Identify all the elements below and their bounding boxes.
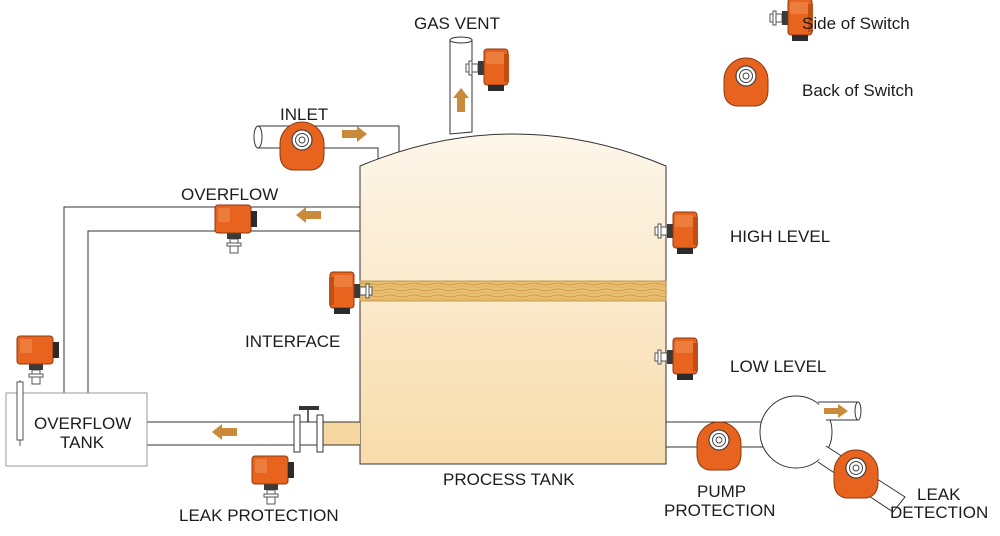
gas-vent-pipe-end	[449, 36, 473, 44]
inlet-pipe-end	[253, 125, 263, 149]
leak-detection-back-switch-icon	[833, 449, 879, 499]
back-of-switch-icon	[723, 57, 769, 107]
overflow-label: OVERFLOW	[181, 185, 278, 204]
inlet-back-switch-icon	[279, 121, 325, 171]
overflow-tank-label-line1: OVERFLOW	[34, 414, 131, 433]
flow-arrow-icon	[342, 126, 367, 142]
flow-arrows	[212, 88, 872, 484]
leak-detection-label-line2: DETECTION	[890, 503, 988, 522]
flow-arrow-icon	[824, 404, 848, 418]
legend-side-label: Side of Switch	[802, 14, 910, 33]
inlet-pipe	[257, 125, 400, 163]
interface-label: INTERFACE	[245, 332, 340, 351]
high-level-label: HIGH LEVEL	[730, 227, 830, 246]
overflow-line-side-switch-icon	[214, 204, 258, 254]
drain-pipe-fill	[323, 422, 360, 445]
flow-arrow-icon	[296, 207, 321, 223]
overflow-tank-label-line2: TANK	[60, 433, 105, 452]
gas-vent-label: GAS VENT	[414, 14, 500, 33]
flow-arrow-icon	[453, 88, 469, 112]
leak-detection-label-line1: LEAK	[917, 485, 961, 504]
leak-protection-label: LEAK PROTECTION	[179, 506, 339, 525]
flow-arrow-icon	[212, 424, 237, 440]
pump-protection-label-line1: PUMP	[697, 482, 746, 501]
overflow-return-line-outer	[63, 206, 360, 393]
leak-protection-side-switch-icon	[251, 455, 295, 505]
gas-vent-pipe	[449, 39, 473, 135]
pump-housing	[759, 395, 833, 469]
overflow-return-line-inner	[87, 230, 360, 393]
pump-protection-back-switch-icon	[696, 421, 742, 471]
interface-layer	[359, 280, 667, 302]
pump-protection-label-line2: PROTECTION	[664, 501, 775, 520]
low-level-label: LOW LEVEL	[730, 357, 826, 376]
drain-valve	[293, 406, 324, 453]
overflow-tank-side-switch-icon	[16, 335, 60, 385]
inlet-label: INLET	[280, 105, 328, 124]
process-tank-label: PROCESS TANK	[443, 470, 575, 489]
legend-back-label: Back of Switch	[802, 81, 914, 100]
overflow-tank	[5, 392, 148, 467]
